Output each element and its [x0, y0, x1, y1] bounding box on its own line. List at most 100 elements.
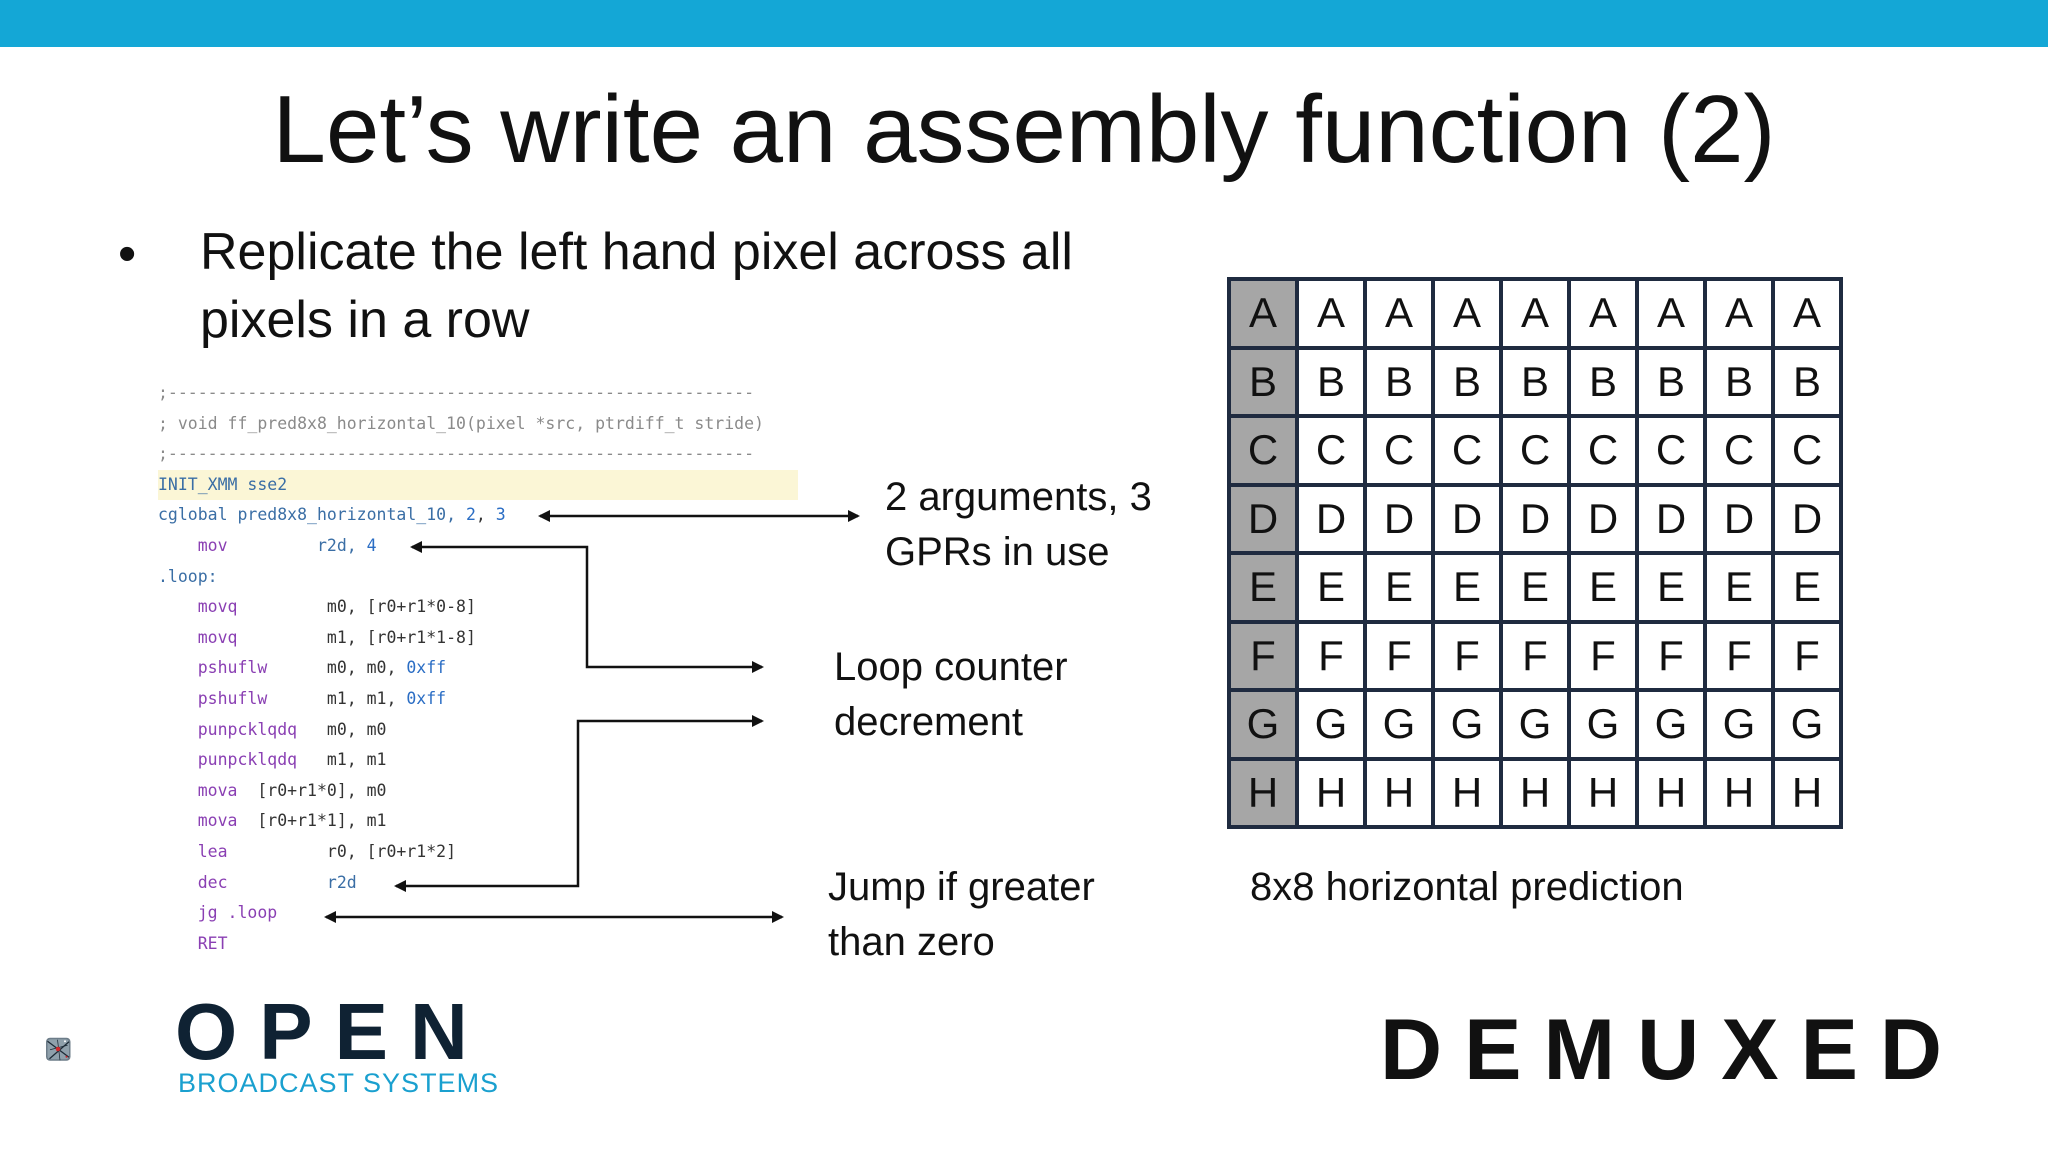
grid-cell: H: [1639, 760, 1703, 825]
grid-cell: A: [1367, 281, 1431, 346]
grid-cell: F: [1707, 623, 1771, 688]
grid-cell: H: [1775, 760, 1839, 825]
grid-cell: H: [1299, 760, 1363, 825]
grid-source-cell: H: [1231, 760, 1295, 825]
code-token: pshuflw: [158, 689, 327, 708]
grid-cell: H: [1435, 760, 1499, 825]
grid-cell: F: [1435, 623, 1499, 688]
note-jump: Jump if greater than zero: [828, 865, 1095, 964]
code-token: punpcklqdq: [158, 750, 327, 770]
grid-cell: D: [1503, 486, 1567, 551]
code-token: 4: [366, 536, 377, 555]
code-token: r0, [r0+r1*2]: [326, 842, 457, 861]
code-token: dec: [158, 872, 327, 892]
open-logo-subtitle: BROADCAST SYSTEMS: [178, 1068, 500, 1098]
code-token: m1, m1: [326, 750, 387, 770]
grid-cell: E: [1299, 555, 1363, 620]
grid-source-cell: C: [1231, 418, 1295, 483]
code-token: movq: [158, 627, 327, 647]
demuxed-logo-wordmark: DEMUXED: [1380, 1002, 1965, 1098]
code-token: m0, [r0+r1*0-8]: [326, 597, 476, 617]
code-token: ;---------------------------------------…: [158, 444, 755, 464]
code-line: mova [r0+r1*1], m1: [158, 806, 798, 836]
code-token: .loop:: [158, 566, 218, 586]
code-line: cglobal pred8x8_horizontal_10, 2, 3: [158, 500, 798, 530]
bullet-marker: •: [118, 225, 137, 283]
grid-cell: D: [1639, 486, 1703, 551]
note-arguments: 2 arguments, 3 GPRs in use: [885, 475, 1152, 574]
grid-cell: G: [1639, 692, 1703, 757]
grid-cell: A: [1707, 281, 1771, 346]
code-line: lea r0, [r0+r1*2]: [158, 837, 798, 867]
code-line: .loop:: [158, 562, 798, 592]
grid-cell: B: [1571, 349, 1635, 414]
code-line: pshuflw m0, m0, 0xff: [158, 653, 798, 683]
grid-cell: H: [1367, 760, 1431, 825]
grid-cell: B: [1435, 349, 1499, 414]
grid-cell: C: [1775, 418, 1839, 483]
code-line: pshuflw m1, m1, 0xff: [158, 684, 798, 714]
grid-cell: F: [1639, 623, 1703, 688]
code-token: m0, m0: [326, 719, 387, 739]
open-logo-wordmark: OPEN: [175, 987, 490, 1076]
grid-cell: E: [1707, 555, 1771, 620]
grid-cell: C: [1639, 418, 1703, 483]
grid-cell: B: [1639, 349, 1703, 414]
code-line: movq m1, [r0+r1*1-8]: [158, 623, 798, 653]
grid-cell: G: [1503, 692, 1567, 757]
slide-title: Let’s write an assembly function (2): [272, 76, 1776, 183]
grid-cell: E: [1775, 555, 1839, 620]
grid-cell: D: [1775, 486, 1839, 551]
code-line: mov r2d, 4: [158, 531, 798, 561]
grid-cell: C: [1571, 418, 1635, 483]
grid-cell: B: [1367, 349, 1431, 414]
code-line: RET: [158, 929, 798, 959]
code-token: pshuflw: [158, 658, 327, 678]
grid-source-cell: A: [1231, 281, 1295, 346]
grid-source-cell: E: [1231, 555, 1295, 620]
code-line: punpcklqdq m1, m1: [158, 745, 798, 775]
grid-cell: B: [1775, 349, 1839, 414]
grid-cell: A: [1775, 281, 1839, 346]
grid-cell: D: [1299, 486, 1363, 551]
grid-cell: C: [1299, 418, 1363, 483]
code-token: [r0+r1*0], m0: [257, 780, 387, 800]
grid-cell: A: [1503, 281, 1567, 346]
code-token: 2: [465, 505, 476, 525]
grid-caption: 8x8 horizontal prediction: [1250, 865, 1684, 909]
code-token: mov: [158, 536, 317, 555]
grid-cell: E: [1571, 555, 1635, 620]
grid-cell: G: [1435, 692, 1499, 757]
grid-cell: E: [1639, 555, 1703, 620]
code-line: mova [r0+r1*0], m0: [158, 776, 798, 806]
bullet-text: Replicate the left hand pixel across all…: [200, 223, 1073, 349]
code-line: punpcklqdq m0, m0: [158, 715, 798, 745]
grid-source-cell: G: [1231, 692, 1295, 757]
grid-cell: C: [1707, 418, 1771, 483]
grid-cell: B: [1707, 349, 1771, 414]
grid-cell: G: [1299, 692, 1363, 757]
top-accent-bar: [0, 0, 2048, 47]
grid-cell: D: [1707, 486, 1771, 551]
code-line: ;---------------------------------------…: [158, 378, 798, 408]
code-token: mova: [158, 811, 258, 831]
grid-cell: F: [1775, 623, 1839, 688]
code-line: dec r2d: [158, 868, 798, 898]
grid-cell: A: [1639, 281, 1703, 346]
grid-cell: B: [1503, 349, 1567, 414]
code-token: 0xff: [406, 658, 447, 678]
code-token: ,: [475, 505, 496, 525]
code-line: jg .loop: [158, 898, 798, 928]
grid-cell: G: [1775, 692, 1839, 757]
grid-cell: A: [1299, 281, 1363, 346]
grid-cell: A: [1571, 281, 1635, 346]
grid-cell: F: [1367, 623, 1431, 688]
grid-cell: E: [1367, 555, 1431, 620]
code-token: cglobal pred8x8_horizontal_10,: [158, 505, 466, 525]
code-token: mova: [158, 780, 258, 800]
code-token: m1, [r0+r1*1-8]: [326, 627, 476, 647]
code-line: ;---------------------------------------…: [158, 439, 798, 469]
code-token: jg .loop: [158, 903, 278, 923]
grid-cell: H: [1571, 760, 1635, 825]
